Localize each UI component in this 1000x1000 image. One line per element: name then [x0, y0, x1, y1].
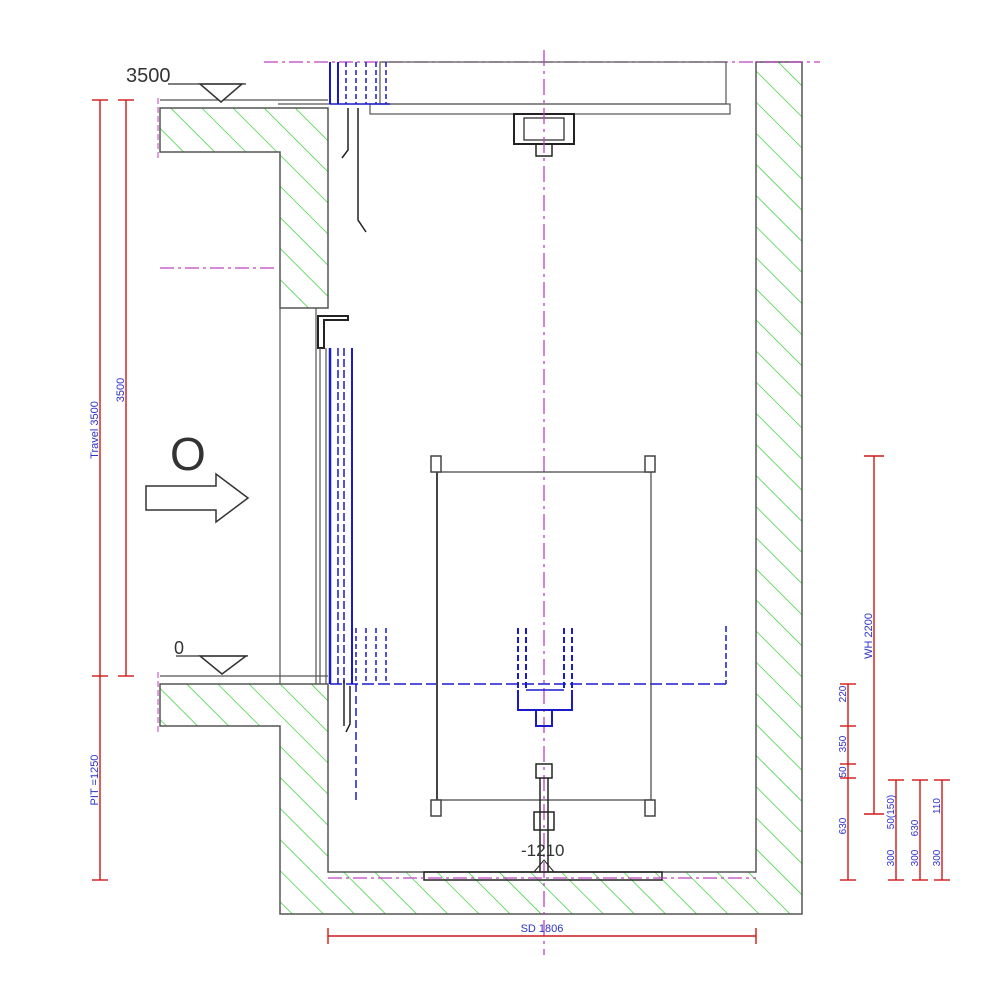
level-label-pit: -1210: [521, 841, 564, 860]
bottom-floor-slab: [159, 61, 803, 915]
top-beam: [379, 61, 727, 105]
level-marker-bottom: 0: [174, 638, 249, 675]
dim-travel: Travel 3500: [89, 401, 101, 459]
dim-300a: 300: [886, 849, 897, 866]
door-bracket: [317, 108, 367, 733]
dim-shaft-depth: SD 1806: [521, 923, 564, 935]
level-label-top: 3500: [126, 65, 171, 87]
top-floor-slab: [159, 107, 329, 309]
level-label-bottom: 0: [174, 638, 184, 658]
car-frame: [430, 455, 656, 817]
walls: [157, 61, 803, 915]
dim-wh: WH 2200: [863, 613, 875, 659]
dim-300c: 300: [932, 849, 943, 866]
dim-50: 50: [838, 766, 849, 778]
level-marker-pit: -1210: [521, 841, 564, 860]
dim-pit: PIT =1250: [89, 755, 101, 806]
dim-110: 110: [932, 798, 943, 814]
dim-50-150: 50(150): [886, 795, 897, 829]
shaft-top: [264, 61, 820, 157]
level-marker-top: 3500: [126, 65, 246, 103]
dim-220: 220: [838, 685, 849, 702]
dim-350: 350: [838, 735, 849, 752]
guide-rails: [328, 62, 728, 800]
dim-630: 630: [838, 817, 849, 834]
arrow-right-icon: [145, 472, 250, 524]
dim-travel-inner: 3500: [115, 378, 127, 402]
dim-300b: 300: [910, 849, 921, 866]
entrance-label: O: [170, 428, 206, 480]
entrance-arrow: O: [145, 428, 250, 524]
dim-630b: 630: [910, 819, 921, 836]
dimensions: [92, 99, 950, 944]
pit-buffer: [423, 763, 663, 881]
